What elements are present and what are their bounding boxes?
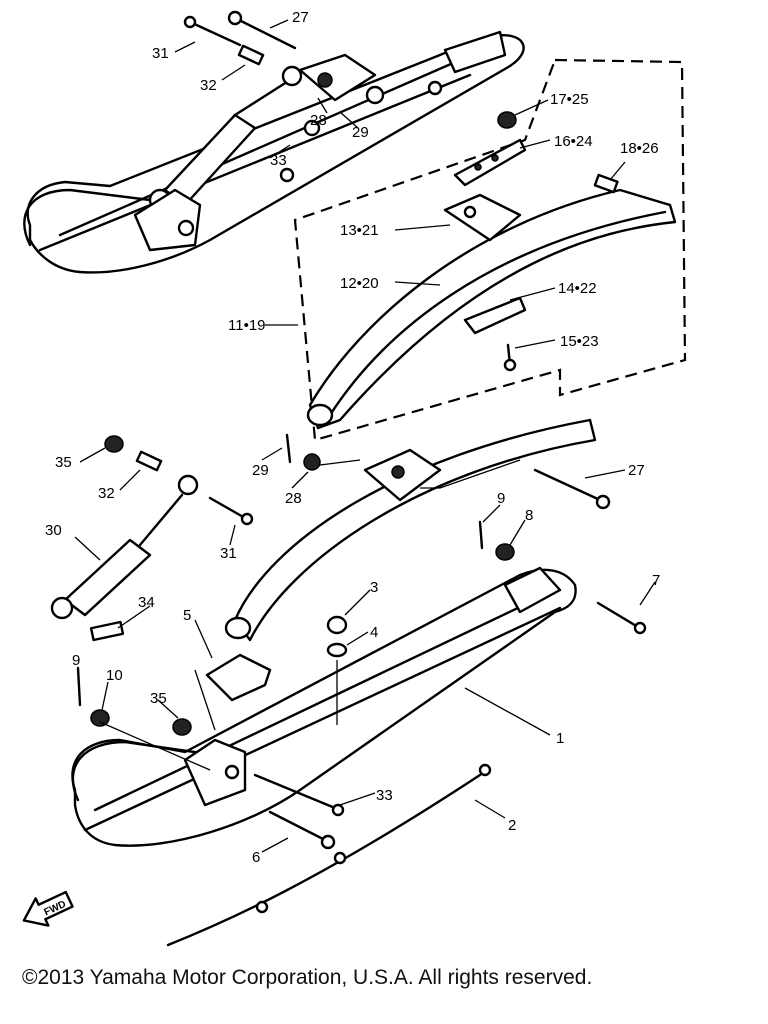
upper-collar-32 <box>237 44 265 66</box>
collar-18-26 <box>593 173 619 194</box>
callout-15-23: 15•23 <box>560 333 599 350</box>
callout-33-lower: 33 <box>376 787 393 804</box>
callout-5: 5 <box>183 607 191 624</box>
nut-35-lower <box>172 718 192 736</box>
callout-labels: 27 31 32 28 29 33 17•25 16•24 18•26 13•2… <box>45 9 660 866</box>
callout-32-lower: 32 <box>98 485 115 502</box>
front-direction-arrow: FWD <box>22 890 74 927</box>
collar-32-lower <box>135 450 163 472</box>
lower-ski-assembly <box>50 418 647 947</box>
leaf-spring-lower <box>233 418 597 642</box>
wear-bar-runner <box>166 773 482 947</box>
nut-28-lower <box>303 453 321 471</box>
callout-35-upper-left: 35 <box>55 454 72 471</box>
cotter-pin-9-right <box>478 520 484 550</box>
washer-4 <box>326 642 348 658</box>
callout-31-upper: 31 <box>152 45 169 62</box>
nut-3 <box>326 615 348 635</box>
upper-bolt-27 <box>233 16 297 50</box>
upper-ski-assembly <box>23 10 525 274</box>
upper-bolt-31 <box>188 20 242 47</box>
callout-17-25: 17•25 <box>550 91 589 108</box>
upper-rear-saddle <box>443 30 507 74</box>
callout-7: 7 <box>652 572 660 589</box>
callout-31-lower: 31 <box>220 545 237 562</box>
callout-16-24: 16•24 <box>554 133 593 150</box>
callout-27-upper: 27 <box>292 9 309 26</box>
bolt-27-lower <box>533 468 602 502</box>
bolt-33-lower <box>253 773 337 810</box>
callout-3: 3 <box>370 579 378 596</box>
callout-32-upper: 32 <box>200 77 217 94</box>
callout-12-20: 12•20 <box>340 275 379 292</box>
callout-9-left: 9 <box>72 652 80 669</box>
bolt-7 <box>596 601 640 629</box>
bolt-29-lower <box>285 433 292 464</box>
callout-35-lower: 35 <box>150 690 167 707</box>
bolt-6 <box>268 810 327 842</box>
plate-16-24 <box>453 138 527 187</box>
callout-11-19: 11•19 <box>228 317 266 334</box>
plate-5 <box>205 653 272 702</box>
callout-29-upper: 29 <box>352 124 369 141</box>
callout-28-lower: 28 <box>285 490 302 507</box>
nut-17-25 <box>497 111 517 129</box>
callout-2: 2 <box>508 817 516 834</box>
collar-34 <box>89 620 125 642</box>
callout-34: 34 <box>138 594 155 611</box>
nut-35-upper <box>104 435 124 453</box>
shock-absorber-30 <box>63 538 152 617</box>
ski-assembly-exploded-diagram: 27 31 32 28 29 33 17•25 16•24 18•26 13•2… <box>22 9 687 947</box>
nut-10 <box>90 709 110 727</box>
callout-6: 6 <box>252 849 260 866</box>
callout-9-right: 9 <box>497 490 505 507</box>
upper-ski-handle <box>23 188 152 247</box>
callout-14-22: 14•22 <box>558 280 597 297</box>
callout-13-21: 13•21 <box>340 222 379 239</box>
bracket-13-21 <box>443 193 522 242</box>
leaf-spring-upper <box>308 188 677 430</box>
clamp-14-22 <box>463 296 527 335</box>
leaf-spring-assy-box <box>293 58 687 442</box>
callout-29-lower: 29 <box>252 462 269 479</box>
callout-33-upper: 33 <box>270 152 287 169</box>
upper-top-saddle <box>298 53 377 102</box>
lower-front-bracket <box>183 738 247 807</box>
callout-28-upper: 28 <box>310 112 327 129</box>
copyright-notice: ©2013 Yamaha Motor Corporation, U.S.A. A… <box>22 966 593 989</box>
lower-rear-saddle <box>503 566 562 614</box>
nut-8 <box>495 543 515 561</box>
bolt-31-lower <box>208 496 247 520</box>
callout-4: 4 <box>370 624 378 641</box>
lower-ski-handle <box>71 740 217 802</box>
leader-lines <box>74 19 656 853</box>
callout-10: 10 <box>106 667 123 684</box>
callout-18-26: 18•26 <box>620 140 659 157</box>
callout-27-lower: 27 <box>628 462 645 479</box>
callout-30: 30 <box>45 522 62 539</box>
callout-1: 1 <box>556 730 564 747</box>
cotter-pin-9-left <box>76 666 82 707</box>
callout-8: 8 <box>525 507 533 524</box>
